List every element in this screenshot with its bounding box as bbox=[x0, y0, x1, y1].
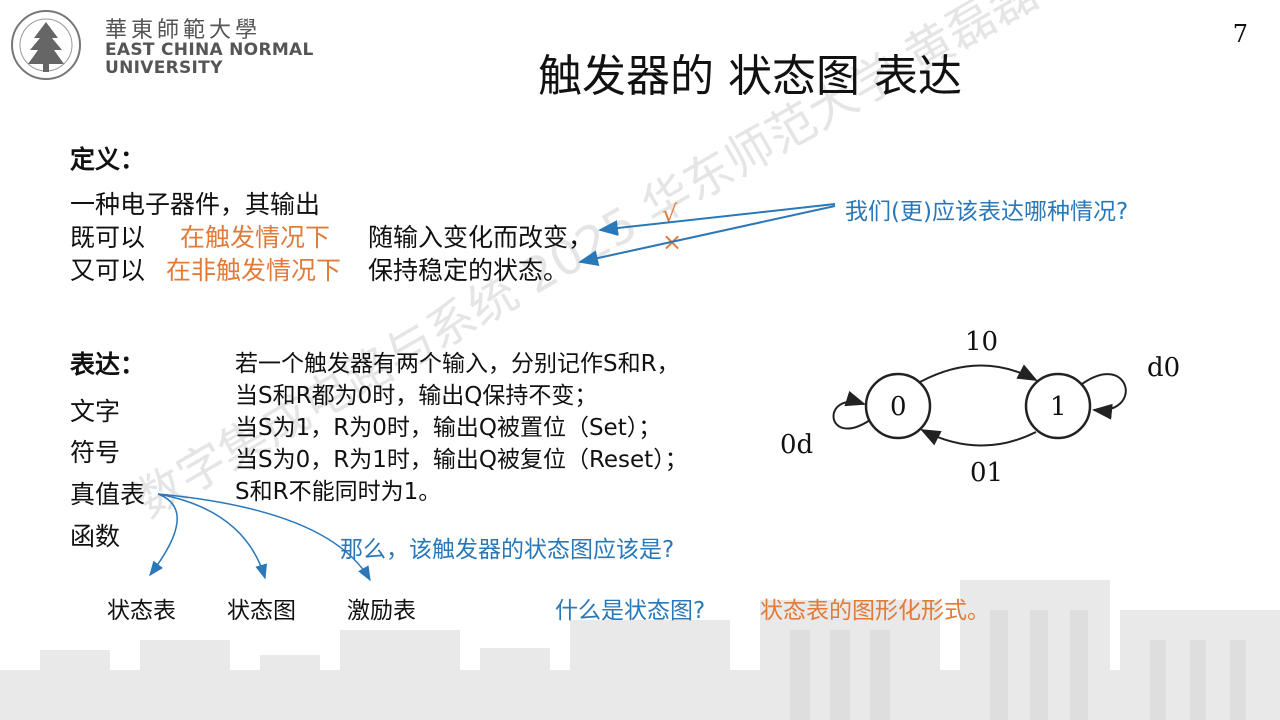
definition-line2-prefix: 既可以 bbox=[70, 223, 146, 252]
logo-english-line2: UNIVERSITY bbox=[105, 58, 223, 78]
state-node-0 bbox=[864, 372, 932, 440]
state-label-1: 1 bbox=[1050, 392, 1067, 422]
edge-0-to-1 bbox=[919, 364, 1038, 383]
what-is-state-diagram: 什么是状态图? bbox=[555, 598, 706, 624]
arrow-to-trigger-case bbox=[598, 203, 836, 236]
desc-line-3: 当S为1，R为0时，输出Q被置位（Set）； bbox=[235, 415, 662, 441]
sub-item-state-table: 状态表 bbox=[107, 598, 176, 624]
expression-item-text: 文字 bbox=[70, 397, 121, 426]
arrow-to-non-trigger-case bbox=[578, 205, 836, 266]
state-label-0: 0 bbox=[890, 392, 907, 422]
expression-item-function: 函数 bbox=[70, 522, 121, 551]
arrow-to-state-table bbox=[149, 493, 178, 577]
definition-line1: 一种电子器件，其输出 bbox=[70, 190, 321, 219]
self-loop-1 bbox=[1081, 373, 1127, 420]
self-loop-label-d0: d0 bbox=[1147, 353, 1181, 383]
logo-chinese-name: 華東師範大學 bbox=[105, 18, 262, 43]
desc-line-5: S和R不能同时为1。 bbox=[235, 479, 442, 505]
self-loop-label-0d: 0d bbox=[780, 430, 814, 460]
desc-line-4: 当S为0，R为1时，输出Q被复位（Reset）； bbox=[235, 447, 688, 473]
sub-item-excitation-table: 激励表 bbox=[347, 598, 416, 624]
edge-1-to-0 bbox=[920, 429, 1037, 447]
slide-title: 触发器的 状态图 表达 bbox=[538, 51, 962, 102]
expression-item-symbol: 符号 bbox=[70, 438, 121, 467]
definition-line3-highlight: 在非触发情况下 bbox=[166, 256, 342, 285]
state-diagram bbox=[832, 364, 1127, 447]
arrow-to-excitation-table bbox=[157, 493, 371, 582]
definition-line3-prefix: 又可以 bbox=[70, 256, 146, 285]
state-node-1 bbox=[1024, 372, 1092, 440]
self-loop-0 bbox=[832, 390, 871, 430]
definition-heading: 定义： bbox=[70, 145, 146, 174]
definition-line3-suffix: 保持稳定的状态。 bbox=[368, 256, 569, 285]
desc-line-2: 当S和R都为0时，输出Q保持不变； bbox=[235, 383, 598, 409]
desc-line-1: 若一个触发器有两个输入，分别记作S和R， bbox=[235, 351, 680, 377]
sub-item-state-diagram: 状态图 bbox=[227, 598, 296, 624]
arrow-to-state-diagram bbox=[157, 493, 267, 580]
campus-background-image bbox=[0, 580, 1280, 720]
page-number: 7 bbox=[1232, 20, 1248, 48]
university-logo: 華東師範大學 EAST CHINA NORMAL UNIVERSITY bbox=[8, 8, 313, 80]
expression-item-truth-table: 真值表 bbox=[70, 480, 146, 509]
logo-english-line1: EAST CHINA NORMAL bbox=[105, 40, 314, 60]
state-diagram-answer: 状态表的图形化形式。 bbox=[760, 598, 990, 624]
university-emblem-icon bbox=[11, 10, 81, 80]
definition-question: 我们(更)应该表达哪种情况? bbox=[845, 199, 1129, 225]
definition-line2-suffix: 随输入变化而改变， bbox=[368, 223, 594, 252]
state-diagram-question: 那么，该触发器的状态图应该是? bbox=[340, 537, 675, 563]
edge-label-01: 01 bbox=[970, 458, 1004, 488]
definition-line2-highlight: 在触发情况下 bbox=[180, 223, 331, 252]
expression-heading: 表达： bbox=[70, 350, 146, 379]
edge-label-10: 10 bbox=[965, 327, 999, 357]
